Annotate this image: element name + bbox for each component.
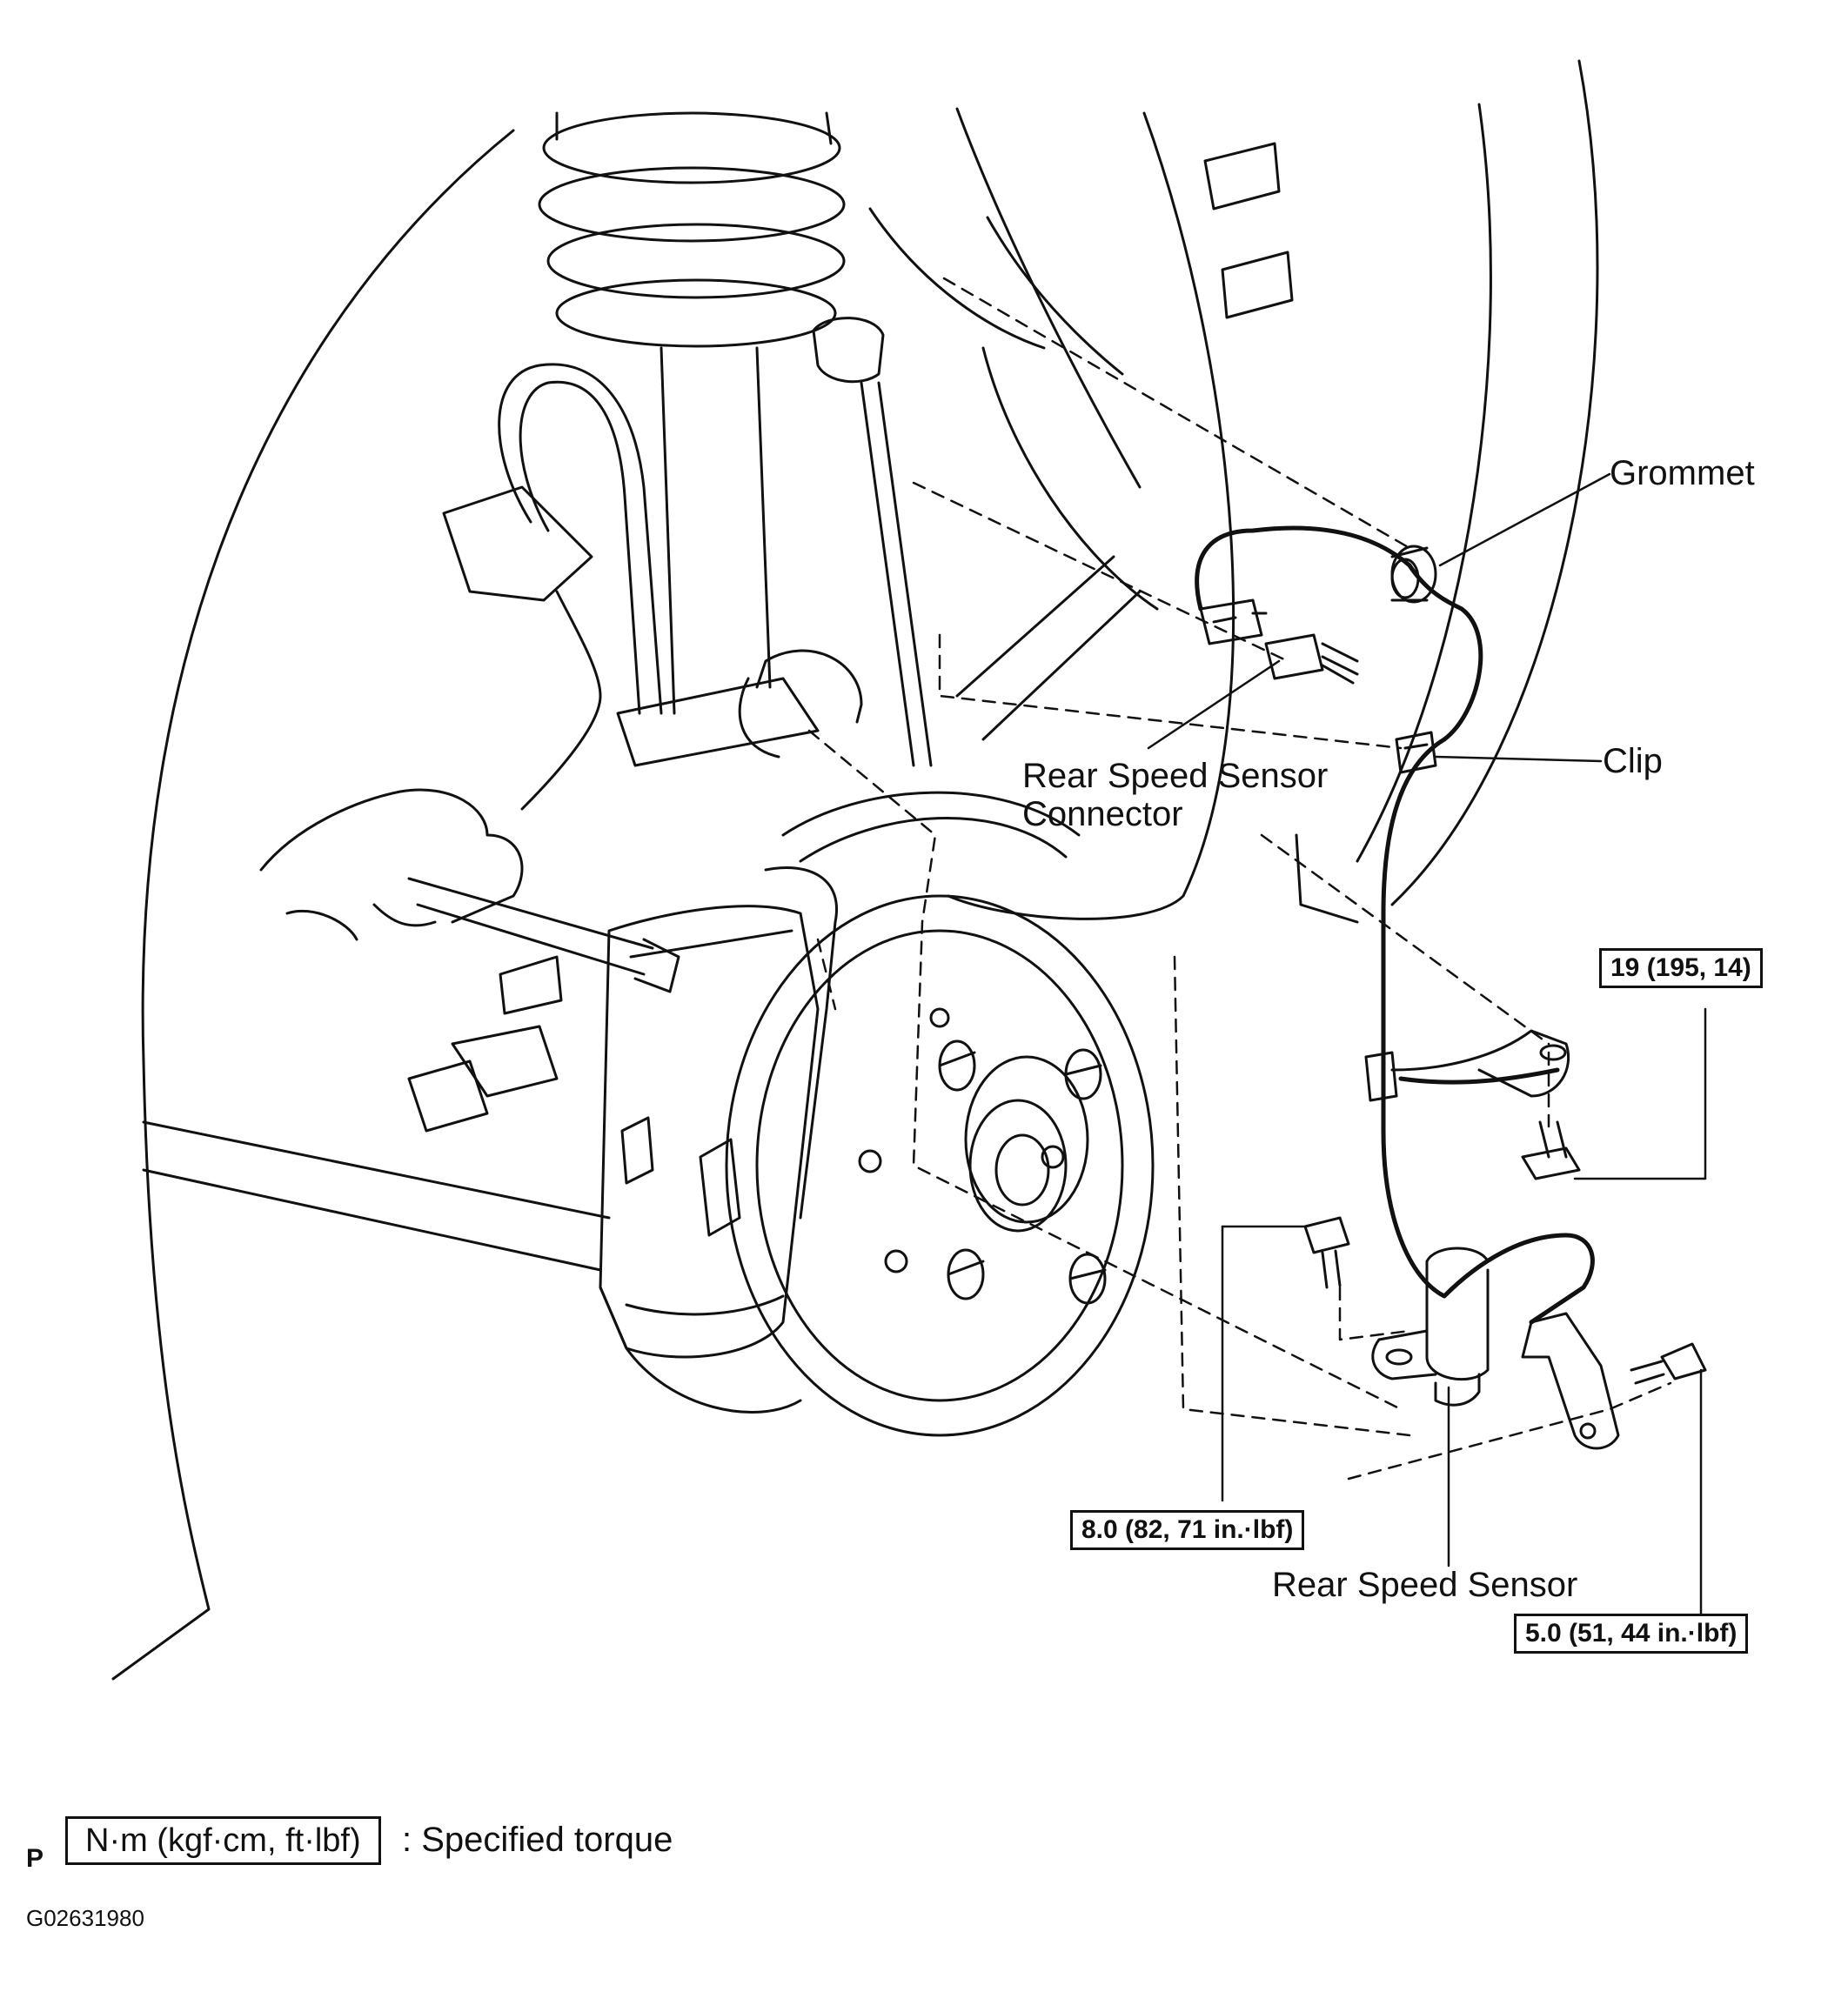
brake-disc-hub [725,791,1155,1437]
label-rear-speed-sensor: Rear Speed Sensor [1272,1566,1578,1604]
brake-hose [442,363,663,811]
harness-bracket [1364,1029,1570,1102]
legend-torque-unit-box: N·m (kgf·cm, ft·lbf) [65,1816,381,1865]
torque-spec-clamp-bolt: 5.0 (51, 44 in.·lbf) [1514,1614,1749,1654]
strut [616,346,820,767]
label-connector-line2: Connector [1022,795,1183,833]
torque-spec-bracket-bolt: 19 (195, 14) [1599,948,1763,988]
sensor-bolt [1303,1216,1350,1289]
label-clip: Clip [1603,742,1663,780]
figure-id: G02631980 [26,1905,144,1931]
leader-lines [1147,472,1707,1615]
sensor-harness [1195,525,1595,1325]
legend-description: : Specified torque [402,1821,673,1859]
fender-outline [111,59,1599,1681]
rear-speed-sensor-body [1371,1247,1490,1407]
torque-spec-sensor-bolt: 8.0 (82, 71 in.·lbf) [1070,1510,1305,1550]
stabilizer-link [812,317,933,767]
alignment-lines [807,277,1672,1481]
connector-pair [1199,598,1359,685]
body-panel-contours [868,107,1359,924]
coil-spring [538,111,846,348]
clip [1395,731,1437,774]
bracket-bolt [1521,1120,1581,1180]
clamp-plate [1521,1312,1620,1450]
brake-caliper [407,866,838,1414]
clamp-bolt [1630,1342,1707,1385]
legend-prefix: P [26,1844,44,1873]
grommet [1390,545,1437,604]
label-grommet: Grommet [1610,454,1755,492]
label-connector-line1: Rear Speed Sensor [1022,757,1329,795]
suspension-arms [142,555,1142,1272]
hand-with-wrench [259,788,680,993]
